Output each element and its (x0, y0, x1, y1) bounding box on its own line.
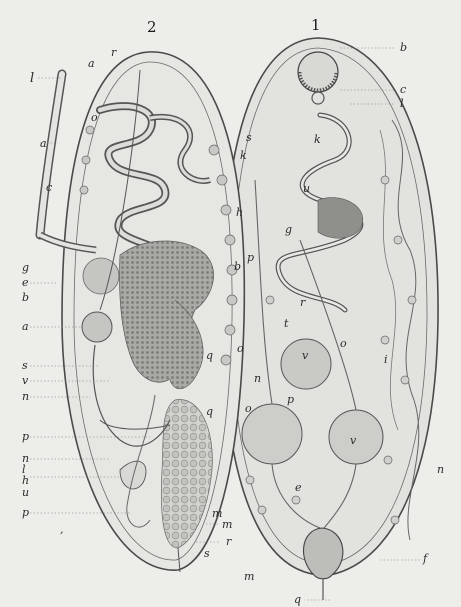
label-inner-o: o (91, 112, 98, 123)
label-inner-q: q (206, 350, 213, 361)
label-inner-i: i (384, 354, 388, 365)
label-inner-t: t (284, 318, 288, 329)
label-inner-e: e (295, 482, 302, 493)
label-p2: p (22, 507, 29, 518)
oral-sucker (298, 52, 338, 92)
label-inner-o2: o (237, 343, 244, 354)
label-inner-p2: p (247, 252, 254, 263)
label-inner-q2: q (206, 406, 213, 417)
label-inner-o4: o (245, 403, 252, 414)
label-inner-k: k (314, 134, 321, 145)
label-bottom-m: m (222, 519, 232, 530)
label-top-a: a (88, 58, 95, 69)
label-inner-s: s (246, 132, 252, 143)
label-p: p (22, 431, 29, 442)
label-inner-h: h (236, 207, 243, 218)
label-b: b (22, 292, 29, 303)
label-right-n: n (437, 464, 444, 475)
label-bottom-m2: m (212, 508, 222, 519)
label-inner-g: g (285, 224, 292, 235)
label-right-l: l (400, 98, 404, 109)
label-right-b: b (400, 42, 407, 53)
label-inner-o3: o (340, 338, 347, 349)
figure-1-body (222, 38, 438, 600)
label-inner-p: p (287, 394, 294, 405)
label-e: e (22, 277, 29, 288)
label-right-f: f (423, 553, 427, 564)
label-bottom-s: s (204, 548, 210, 559)
ovary (82, 312, 112, 342)
label-inner-v2: v (350, 435, 356, 446)
label-a2: a (22, 321, 29, 332)
label-n: n (22, 391, 29, 402)
figure-2-body (62, 52, 244, 572)
label-bottom-r: r (226, 536, 231, 547)
label-right-q: q (294, 594, 301, 605)
label-inner-b: b (234, 261, 241, 272)
label-a: a (40, 138, 47, 149)
label-comma: , (60, 524, 64, 535)
label-l: l (30, 72, 34, 85)
label-inner-u: u (303, 183, 310, 194)
label-c: c (46, 182, 52, 193)
label-top-r: r (111, 47, 116, 58)
figure-number-1: 1 (311, 18, 321, 33)
label-right-m: m (244, 571, 254, 582)
label-g: g (22, 262, 29, 273)
label-inner-v: v (302, 350, 308, 361)
label-v: v (22, 375, 28, 386)
label-inner-n: n (254, 373, 261, 384)
label-right-c: c (400, 84, 406, 95)
testis-upper (281, 339, 331, 389)
label-h: h (22, 475, 29, 486)
label-u: u (22, 487, 29, 498)
label-inner-r: r (300, 297, 305, 308)
label-s: s (22, 360, 28, 371)
label-inner-k2: k (240, 150, 247, 161)
figure-number-2: 2 (147, 20, 157, 35)
